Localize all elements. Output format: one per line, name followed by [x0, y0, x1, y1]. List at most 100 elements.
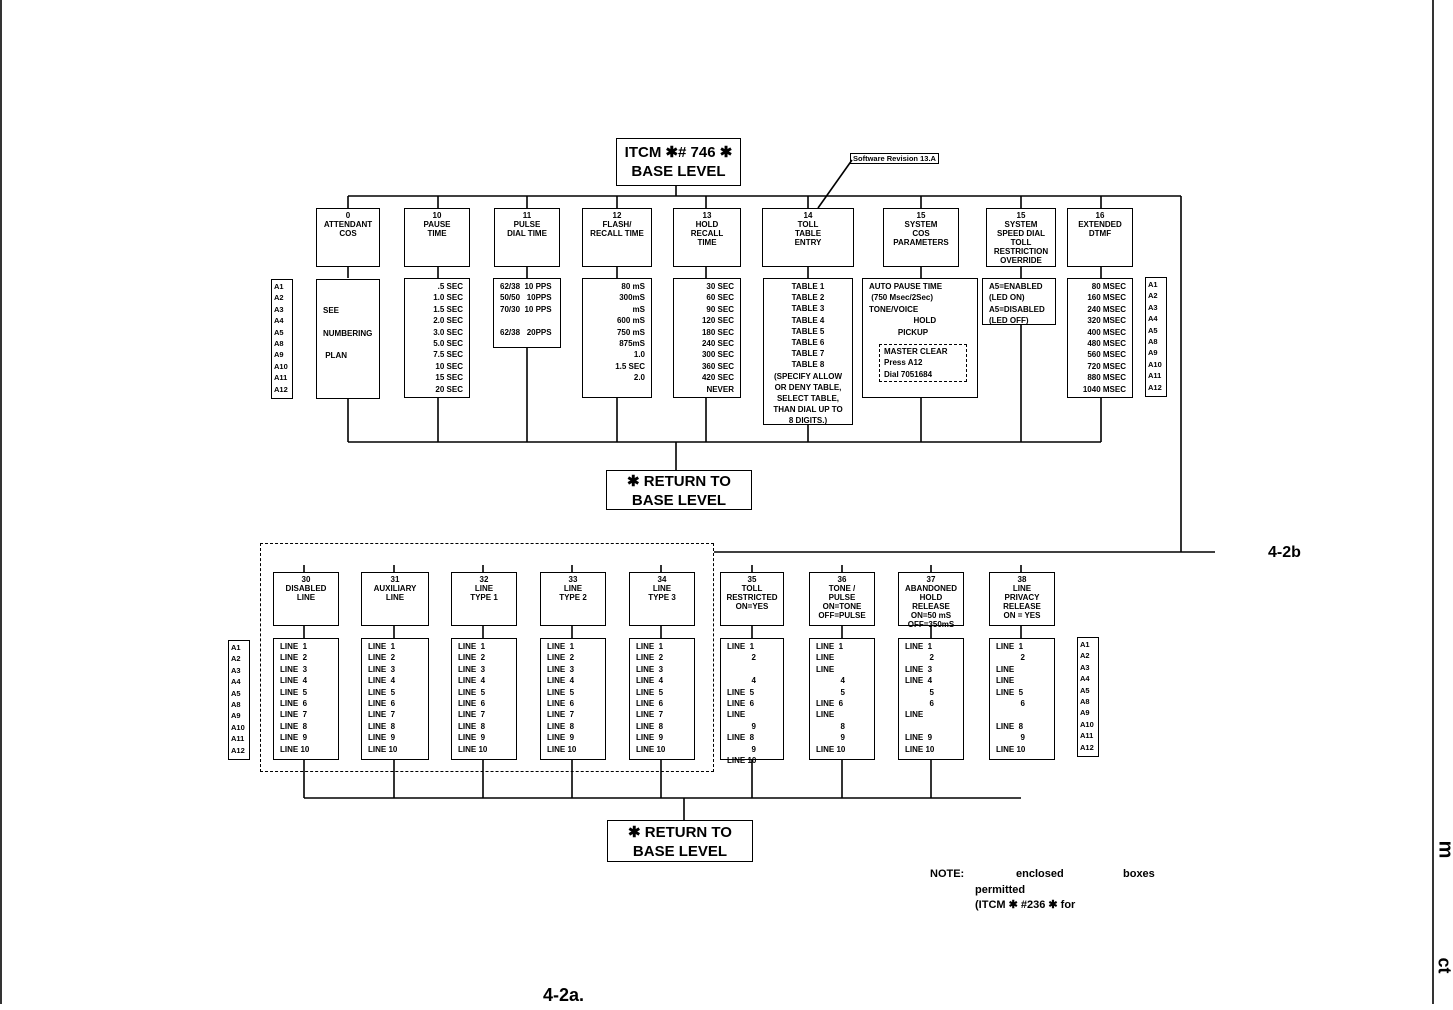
- bottom-header-number: 34: [657, 575, 667, 584]
- bottom-options-text: LINE 1 2 LINE LINE LINE 5 6 LINE 8 9 LIN…: [996, 642, 1026, 754]
- bottom-options-text: LINE 1 LINE LINE 4 5 LINE 6 LINE 8 9 LIN…: [816, 642, 846, 754]
- return-bottom-line-2: BASE LEVEL: [632, 843, 728, 860]
- bottom-options-38-8: LINE 1 2 LINE LINE LINE 5 6 LINE 8 9 LIN…: [989, 638, 1055, 760]
- bottom-options-text: LINE 1 2 4 LINE 5 LINE 6 LINE 9 LINE 8 9…: [727, 642, 757, 766]
- top-header-number: 15: [916, 211, 926, 220]
- button-label: A8: [274, 339, 284, 349]
- bottom-header-number: 33: [568, 575, 578, 584]
- note-label: NOTE:: [930, 868, 965, 880]
- note-word-enclosed: enclosed: [1016, 868, 1064, 880]
- enclosed-boxes-region: [260, 543, 714, 772]
- button-label: A8: [1148, 337, 1158, 347]
- button-label: A5: [274, 327, 284, 337]
- bottom-header-number: 36: [837, 575, 847, 584]
- top-options-15-7: A5=ENABLED (LED ON) A5=DISABLED (LED OFF…: [982, 278, 1056, 325]
- bottom-header-number: 31: [390, 575, 400, 584]
- button-label: A10: [1080, 719, 1094, 729]
- button-label: A2: [1080, 651, 1090, 661]
- button-label: A11: [1080, 731, 1094, 741]
- button-label: A5: [1080, 685, 1090, 695]
- button-label: A10: [1148, 359, 1162, 369]
- top-options-15-6: AUTO PAUSE TIME (750 Msec/2Sec) TONE/VOI…: [862, 278, 978, 398]
- margin-glyph-2: ct: [1434, 957, 1453, 974]
- top-header-title: HOLD RECALL TIME: [690, 220, 724, 247]
- button-label: A5: [1148, 325, 1158, 335]
- bottom-options-36-6: LINE 1 LINE LINE 4 5 LINE 6 LINE 8 9 LIN…: [809, 638, 875, 760]
- button-label: A4: [1148, 314, 1158, 324]
- top-header-number: 0: [345, 211, 351, 220]
- root-node: ITCM ✱# 746 ✱ BASE LEVEL: [616, 138, 741, 186]
- button-label: A11: [274, 373, 288, 383]
- top-options-text: 80 MSEC 160 MSEC 240 MSEC 320 MSEC 400 M…: [1082, 282, 1126, 394]
- margin-glyph-1: m: [1433, 841, 1453, 859]
- top-header-title: SYSTEM COS PARAMETERS: [893, 220, 949, 247]
- top-options-text: SEE NUMBERING PLAN: [323, 305, 373, 361]
- bottom-header-title: ABANDONED HOLD RELEASE ON=50 mS OFF=350m…: [905, 584, 957, 629]
- bottom-options-text: LINE 1 LINE 2 LINE 3 LINE 4 LINE 5 LINE …: [458, 642, 488, 754]
- return-to-base-bottom: ✱ RETURN TO BASE LEVEL: [607, 820, 753, 862]
- bottom-options-text: LINE 1 LINE 2 LINE 3 LINE 4 LINE 5 LINE …: [636, 642, 666, 754]
- top-header-title: PULSE DIAL TIME: [507, 220, 547, 238]
- button-label: A8: [1080, 697, 1090, 707]
- bottom-options-31-1: LINE 1 LINE 2 LINE 3 LINE 4 LINE 5 LINE …: [361, 638, 429, 760]
- bottom-options-35-5: LINE 1 2 4 LINE 5 LINE 6 LINE 9 LINE 8 9…: [720, 638, 784, 765]
- top-options-text: .5 SEC 1.0 SEC 1.5 SEC 2.0 SEC 3.0 SEC 5…: [433, 282, 463, 394]
- bottom-options-text: LINE 1 LINE 2 LINE 3 LINE 4 LINE 5 LINE …: [280, 642, 310, 754]
- top-header-title: PAUSE TIME: [423, 220, 451, 238]
- bottom-header-number: 32: [479, 575, 489, 584]
- bottom-options-32-2: LINE 1 LINE 2 LINE 3 LINE 4 LINE 5 LINE …: [451, 638, 517, 760]
- bottom-header-title: LINE TYPE 1: [470, 584, 498, 602]
- button-label: A1: [1148, 280, 1158, 289]
- button-label: A12: [1080, 742, 1094, 752]
- note-word-permitted: permitted: [975, 884, 1026, 896]
- root-line-1: ITCM ✱# 746 ✱: [624, 144, 733, 161]
- bottom-header-title: LINE TYPE 3: [648, 584, 676, 602]
- top-header-number: 14: [803, 211, 813, 220]
- button-label: A9: [231, 711, 241, 721]
- bottom-options-text: LINE 1 LINE 2 LINE 3 LINE 4 LINE 5 LINE …: [368, 642, 398, 754]
- button-label: A12: [1148, 382, 1162, 392]
- bottom-options-34-4: LINE 1 LINE 2 LINE 3 LINE 4 LINE 5 LINE …: [629, 638, 695, 760]
- bottom-header-number: 35: [747, 575, 757, 584]
- button-label: A3: [274, 304, 284, 314]
- button-label: A8: [231, 700, 241, 710]
- bottom-header-title: LINE TYPE 2: [559, 584, 587, 602]
- button-label: A9: [274, 350, 284, 360]
- top-options-14-5: TABLE 1 TABLE 2 TABLE 3 TABLE 4 TABLE 5 …: [763, 278, 853, 425]
- button-label: A12: [274, 384, 288, 394]
- button-label: A1: [231, 643, 241, 652]
- bottom-options-text: LINE 1 2 LINE 3 LINE 4 5 6 LINE LINE 9 L…: [905, 642, 935, 754]
- bottom-header-number: 37: [926, 575, 936, 584]
- button-label: A12: [231, 745, 245, 755]
- button-label: A10: [274, 361, 288, 371]
- bottom-options-37-7: LINE 1 2 LINE 3 LINE 4 5 6 LINE LINE 9 L…: [898, 638, 964, 760]
- note-itcm-code: (ITCM ✱ #236 ✱ for: [975, 899, 1076, 911]
- top-header-number: 16: [1095, 211, 1105, 220]
- software-revision-label: Software Revision 13.A: [850, 153, 939, 164]
- top-header-number: 15: [1016, 211, 1026, 220]
- top-options-12-3: 80 mS 300mS mS 600 mS 750 mS 875mS 1.0 1…: [582, 278, 652, 398]
- top-header-number: 11: [522, 211, 532, 220]
- top-options-0-0: SEE NUMBERING PLAN: [316, 279, 380, 399]
- software-revision-tag: Software Revision 13.A: [850, 148, 939, 166]
- note-word-boxes: boxes: [1123, 868, 1155, 880]
- top-header-title: EXTENDED DTMF: [1078, 220, 1122, 238]
- button-label: A9: [1148, 348, 1158, 358]
- top-options-10-1: .5 SEC 1.0 SEC 1.5 SEC 2.0 SEC 3.0 SEC 5…: [404, 278, 470, 398]
- top-header-number: 12: [612, 211, 622, 220]
- figure-label: 4-2a.: [543, 985, 585, 1005]
